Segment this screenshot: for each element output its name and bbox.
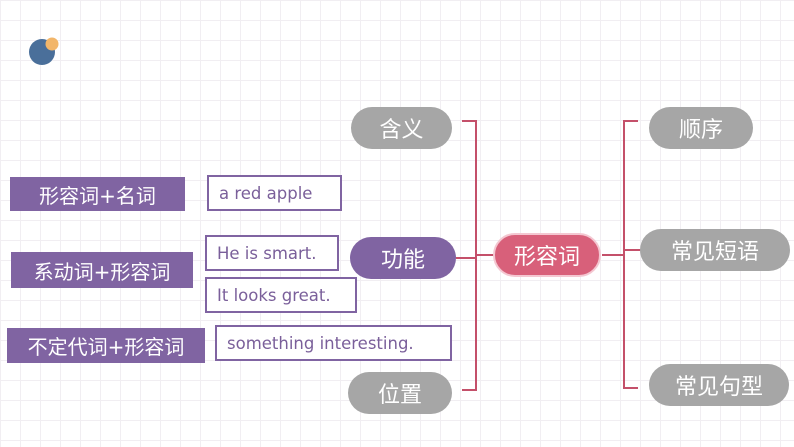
logo-icon	[28, 34, 62, 68]
center-node[interactable]: 形容词	[493, 233, 601, 277]
example-box: something interesting.	[215, 325, 452, 361]
left-bracket-line	[462, 120, 477, 391]
branch-meaning[interactable]: 含义	[351, 107, 452, 149]
usage-tag-linking-verb-adj: 系动词+形容词	[11, 252, 193, 288]
example-box: a red apple	[207, 175, 342, 211]
example-box: He is smart.	[205, 235, 339, 271]
branch-common-patterns[interactable]: 常见句型	[649, 364, 789, 406]
branch-common-phrases[interactable]: 常见短语	[640, 229, 790, 271]
branch-order[interactable]: 顺序	[649, 107, 753, 149]
usage-tag-adj-noun: 形容词+名词	[10, 177, 185, 211]
right-bracket-line	[623, 120, 638, 389]
branch-function[interactable]: 功能	[350, 237, 456, 279]
usage-tag-indef-pronoun-adj: 不定代词+形容词	[7, 328, 205, 363]
branch-position[interactable]: 位置	[348, 372, 452, 414]
example-box: It looks great.	[205, 277, 357, 313]
